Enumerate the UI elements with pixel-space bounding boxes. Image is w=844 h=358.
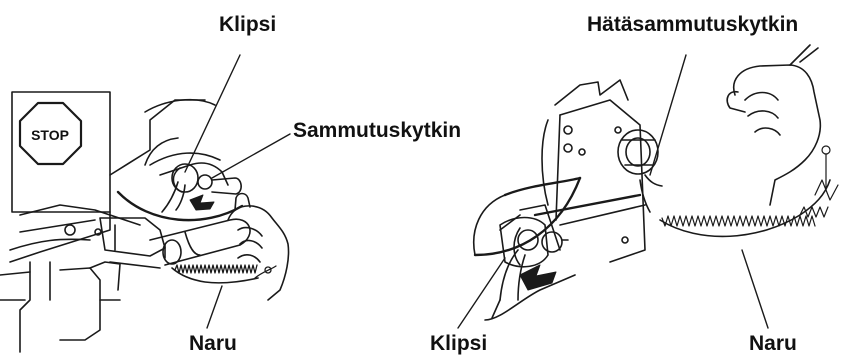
kill-switch-button-right [542, 232, 562, 252]
machine-outline [110, 100, 205, 175]
coiled-cord-right [660, 146, 838, 236]
kill-switch-button [198, 175, 212, 189]
coiled-cord-left [172, 265, 276, 283]
left-cord-leader [207, 286, 222, 328]
hand-right [734, 65, 821, 205]
left-switch-leader [212, 134, 290, 178]
detail-circle-right [475, 178, 580, 255]
right-switch-leader [650, 55, 686, 175]
frame-left [60, 268, 100, 340]
right-clip-leader [458, 258, 505, 328]
left-clip-leader [185, 55, 240, 172]
engine-top [555, 80, 628, 105]
stop-sign-text: STOP [31, 127, 69, 143]
right-cord-leader [742, 250, 768, 328]
engine-panel [560, 100, 645, 262]
